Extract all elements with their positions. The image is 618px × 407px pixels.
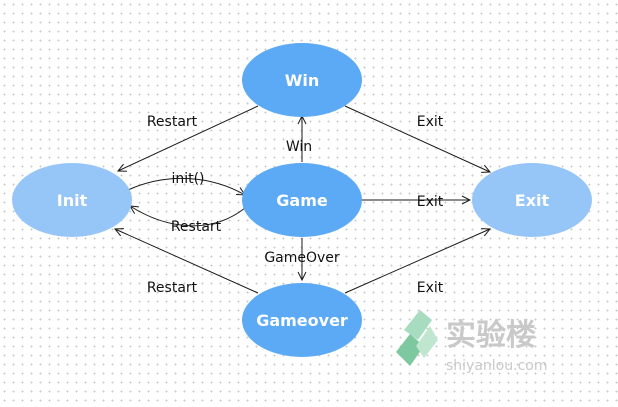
- node-game: Game: [242, 163, 362, 237]
- label-game-to-gameover: GameOver: [264, 250, 340, 266]
- node-exit-label: Exit: [515, 191, 550, 210]
- watermark-url: shiyanlou.com: [446, 358, 547, 374]
- edge-game-to-init: [130, 206, 246, 227]
- edge-init-to-game: [127, 177, 245, 195]
- label-gameover-to-init: Restart: [147, 280, 198, 296]
- node-gameover-label: Gameover: [256, 311, 348, 330]
- label-gameover-to-exit: Exit: [417, 280, 444, 296]
- edge-win-to-exit: [344, 105, 490, 172]
- node-game-label: Game: [276, 191, 328, 210]
- label-init-to-game: init(): [171, 171, 204, 187]
- node-win: Win: [242, 43, 362, 117]
- watermark-brand: 实验楼: [446, 318, 536, 353]
- node-win-label: Win: [285, 71, 320, 90]
- leaf-logo-icon: [396, 310, 438, 366]
- edge-gameover-to-exit: [344, 229, 490, 294]
- edge-win-to-init: [118, 105, 259, 171]
- node-gameover: Gameover: [242, 283, 362, 357]
- label-win-to-exit: Exit: [417, 114, 444, 130]
- node-init: Init: [12, 163, 132, 237]
- watermark: 实验楼 shiyanlou.com: [396, 310, 547, 374]
- node-init-label: Init: [57, 191, 88, 210]
- label-game-to-exit: Exit: [417, 194, 444, 210]
- edge-gameover-to-init: [115, 229, 259, 294]
- label-game-to-init: Restart: [171, 219, 222, 235]
- node-exit: Exit: [472, 163, 592, 237]
- label-game-to-win: Win: [286, 139, 312, 155]
- label-win-to-init: Restart: [147, 114, 198, 130]
